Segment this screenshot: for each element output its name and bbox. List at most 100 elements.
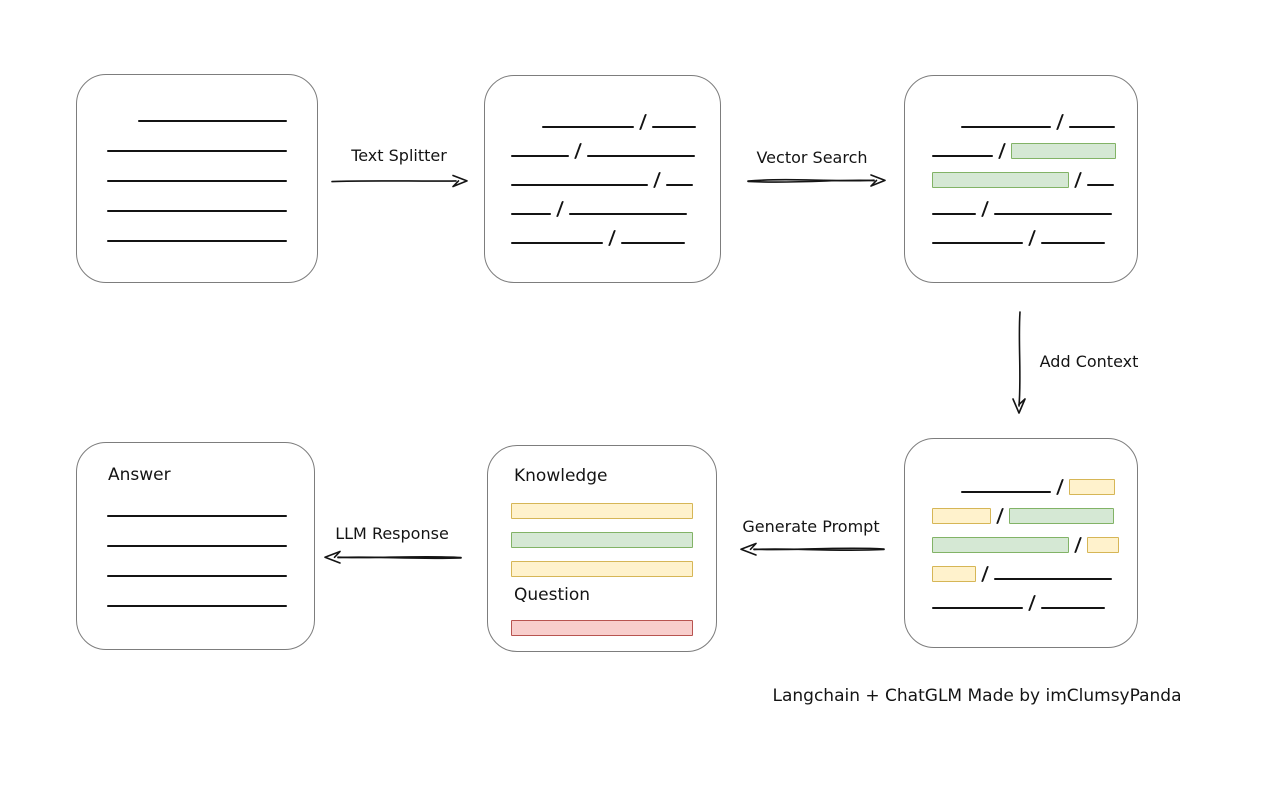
chunk-line [107, 150, 287, 152]
chunk-row [511, 99, 720, 130]
question-label: Question [514, 585, 591, 605]
arrowhead-icon [870, 174, 886, 187]
chunk-row [107, 92, 317, 122]
chunk-row [511, 215, 720, 246]
vector-search-arrow [747, 174, 886, 187]
chunk-row [932, 215, 1137, 246]
chunk-row [511, 546, 716, 577]
chunk-row [107, 212, 317, 242]
chunk-row [932, 186, 1137, 217]
green-chunk-highlight [932, 537, 1069, 553]
generate-prompt-arrow [740, 542, 885, 556]
chunk-row [932, 551, 1137, 582]
answer-box: Answer [76, 442, 315, 650]
arrow-shaft [747, 179, 875, 183]
arrowhead-icon [1012, 398, 1026, 414]
chunk-row [511, 517, 716, 548]
chunk-line [932, 213, 976, 215]
chunk-line [1041, 607, 1105, 609]
chunk-line [932, 155, 993, 157]
chunk-row [107, 487, 314, 517]
arrow-shaft [337, 556, 462, 560]
document-lines [77, 75, 317, 242]
chunk-line [511, 155, 569, 157]
chunk-indent [932, 127, 961, 128]
context-chunk-lines [905, 439, 1137, 611]
green-chunk-highlight [1011, 143, 1116, 159]
text-splitter-arrow [331, 174, 468, 188]
chunk-line [569, 213, 687, 215]
source-document-box [76, 74, 318, 283]
yellow-chunk-highlight [1087, 537, 1119, 553]
diagram-caption: Langchain + ChatGLM Made by imClumsyPand… [772, 686, 1182, 706]
chunk-line [932, 607, 1023, 609]
chunk-row [932, 157, 1137, 188]
chunk-line [511, 213, 551, 215]
arrowhead-icon [324, 550, 341, 564]
chunk-line [961, 126, 1051, 128]
chunk-row [107, 152, 317, 182]
chunk-row [107, 122, 317, 152]
chunk-row [107, 547, 314, 577]
chunk-row [932, 464, 1137, 495]
chunk-row [107, 577, 314, 607]
chunk-line [1069, 126, 1115, 128]
chunk-line [107, 575, 287, 577]
chunk-line [1041, 242, 1105, 244]
chunk-line [107, 605, 287, 607]
split-chunks-box [484, 75, 721, 283]
chunk-line [107, 240, 287, 242]
knowledge-label: Knowledge [514, 466, 608, 486]
chunk-line [542, 126, 634, 128]
yellow-chunk-highlight [932, 566, 976, 582]
answer-lines [107, 487, 314, 607]
chunk-row [932, 493, 1137, 524]
slash-separator [1028, 230, 1036, 246]
chunk-lines [485, 76, 720, 246]
arrow-shaft [753, 548, 885, 552]
green-chunk-highlight [511, 532, 693, 548]
red-chunk-highlight [511, 620, 693, 636]
chunk-line [652, 126, 696, 128]
green-chunk-highlight [1009, 508, 1114, 524]
arrow-shaft [331, 180, 457, 183]
chunk-line [621, 242, 685, 244]
llm-response-arrow [324, 550, 462, 564]
chunk-row [932, 99, 1137, 130]
yellow-chunk-highlight [511, 503, 693, 519]
yellow-chunk-highlight [932, 508, 991, 524]
chunk-indent [932, 492, 961, 493]
chunk-line [1087, 184, 1114, 186]
chunk-row [107, 517, 314, 547]
chunk-row [511, 128, 720, 159]
chunk-line [994, 213, 1112, 215]
chunk-indent [511, 127, 542, 128]
context-chunks-box [904, 438, 1138, 648]
chunk-row [932, 128, 1137, 159]
slash-separator [1028, 595, 1036, 611]
chunk-indent [107, 121, 138, 122]
text-splitter-label: Text Splitter [351, 146, 447, 165]
chunk-line [107, 210, 287, 212]
vector-matched-box [904, 75, 1138, 283]
chunk-line [107, 180, 287, 182]
llm-response-label: LLM Response [335, 524, 449, 543]
arrowhead-icon [740, 542, 757, 556]
knowledge-bars [511, 488, 716, 577]
green-chunk-highlight [932, 172, 1069, 188]
chunk-line [994, 578, 1112, 580]
slash-separator [608, 230, 616, 246]
arrowhead-icon [452, 174, 468, 188]
chunk-line [666, 184, 693, 186]
chunk-row [107, 182, 317, 212]
chunk-row [511, 186, 720, 217]
chunk-row [511, 157, 720, 188]
vector-search-label: Vector Search [756, 148, 868, 167]
generate-prompt-label: Generate Prompt [742, 517, 880, 536]
matched-chunk-lines [905, 76, 1137, 246]
chunk-line [511, 242, 603, 244]
chunk-row [932, 580, 1137, 611]
chunk-row [511, 488, 716, 519]
add-context-label: Add Context [1039, 352, 1139, 371]
chunk-line [961, 491, 1051, 493]
